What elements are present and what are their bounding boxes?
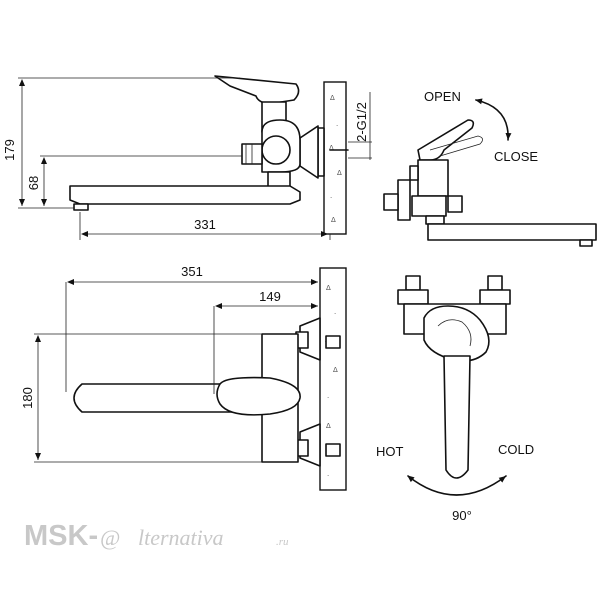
dimension-331: 331 — [194, 217, 216, 232]
lever-handle-top — [216, 376, 301, 416]
dimension-180: 180 — [20, 387, 35, 409]
watermark-brand: MSK- — [24, 520, 98, 552]
rotation-angle: 90° — [452, 508, 472, 523]
wall-section-side — [323, 81, 347, 235]
svg-text:Δ: Δ — [331, 216, 336, 224]
spout-front — [443, 355, 471, 479]
front-view: HOT COLD 90° — [376, 275, 534, 523]
handle-operation-view: OPEN CLOSE — [383, 89, 597, 247]
svg-text:·: · — [327, 472, 329, 480]
lever-handle-side — [214, 75, 300, 105]
spout-side — [69, 185, 301, 205]
svg-text:Δ: Δ — [326, 284, 331, 292]
side-view: Δ · Δ Δ · Δ 179 68 331 — [2, 75, 372, 240]
dimension-68: 68 — [26, 176, 41, 190]
svg-text:·: · — [327, 394, 329, 402]
dimension-351: 351 — [181, 264, 203, 279]
svg-text:·: · — [330, 194, 332, 202]
close-label: CLOSE — [494, 149, 538, 164]
spout-front-side — [427, 223, 597, 241]
svg-text:Δ: Δ — [329, 144, 334, 152]
watermark-at: @ — [100, 525, 120, 550]
watermark-tld: .ru — [276, 536, 289, 548]
svg-text:Δ: Δ — [333, 366, 338, 374]
svg-text:·: · — [336, 122, 338, 130]
rotation-arrow — [407, 475, 507, 496]
dimension-179: 179 — [2, 139, 17, 161]
watermark: MSK- @ lternativa .ru — [24, 520, 289, 552]
open-close-arrow — [475, 98, 512, 141]
svg-text:Δ: Δ — [330, 94, 335, 102]
hot-label: HOT — [376, 444, 404, 459]
svg-text:·: · — [334, 310, 336, 318]
thread-spec: 2-G1/2 — [354, 102, 369, 142]
svg-text:Δ: Δ — [337, 169, 342, 177]
svg-text:Δ: Δ — [326, 422, 331, 430]
dimension-149: 149 — [259, 289, 281, 304]
cold-label: COLD — [498, 442, 534, 457]
open-label: OPEN — [424, 89, 461, 104]
watermark-script: lternativa — [138, 525, 224, 550]
top-view: Δ· ΔΔ ·Δ Δ· 351 149 180 — [20, 264, 347, 491]
